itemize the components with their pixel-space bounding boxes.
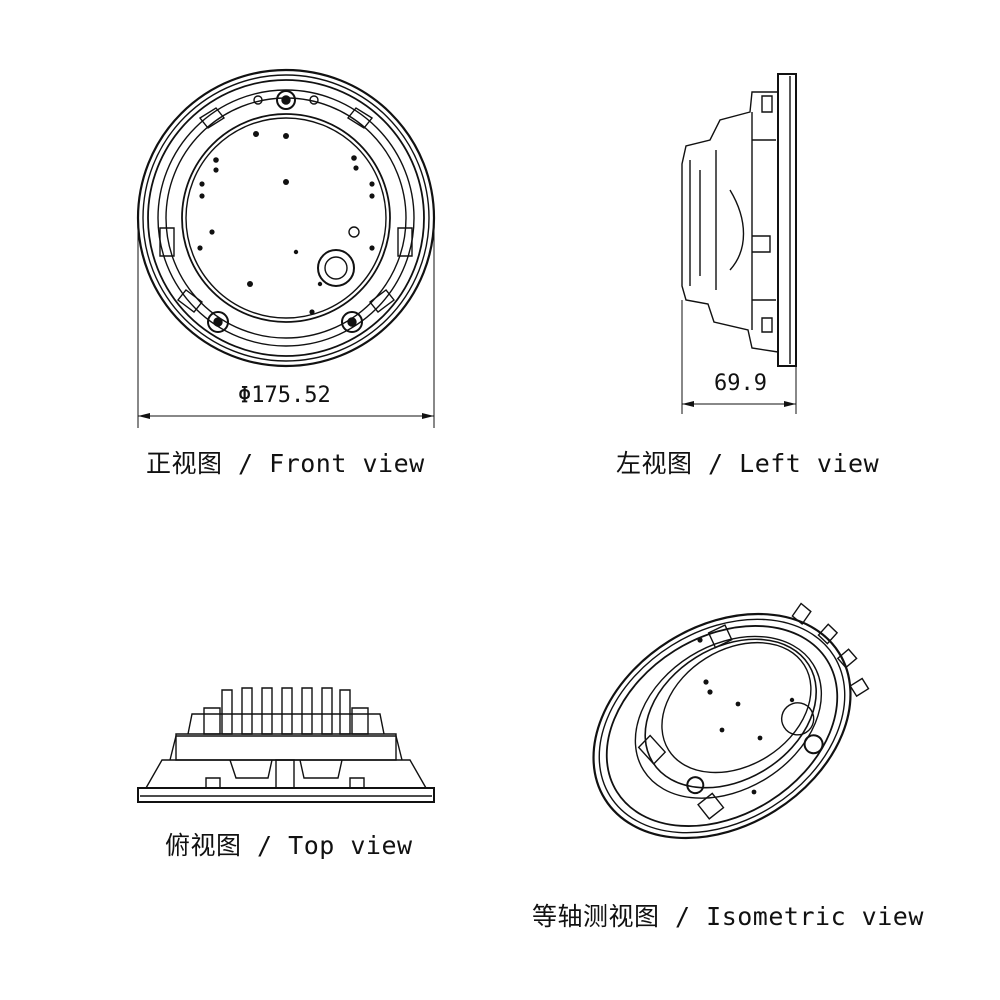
front-view [138,70,434,366]
front-diameter-label: Φ175.52 [238,383,331,408]
front-diameter-dimension [138,230,434,428]
left-view-caption: 左视图 / Left view [616,449,880,478]
top-view [138,688,434,802]
left-view [682,74,796,366]
top-view-caption: 俯视图 / Top view [165,831,413,860]
left-depth-label: 69.9 [714,371,767,396]
front-view-holes [197,131,375,315]
front-view-caption: 正视图 / Front view [146,449,425,478]
isometric-view-holes [697,637,795,795]
isometric-view-caption: 等轴测视图 / Isometric view [532,902,924,931]
left-depth-dimension [682,300,796,414]
isometric-view [552,562,902,884]
